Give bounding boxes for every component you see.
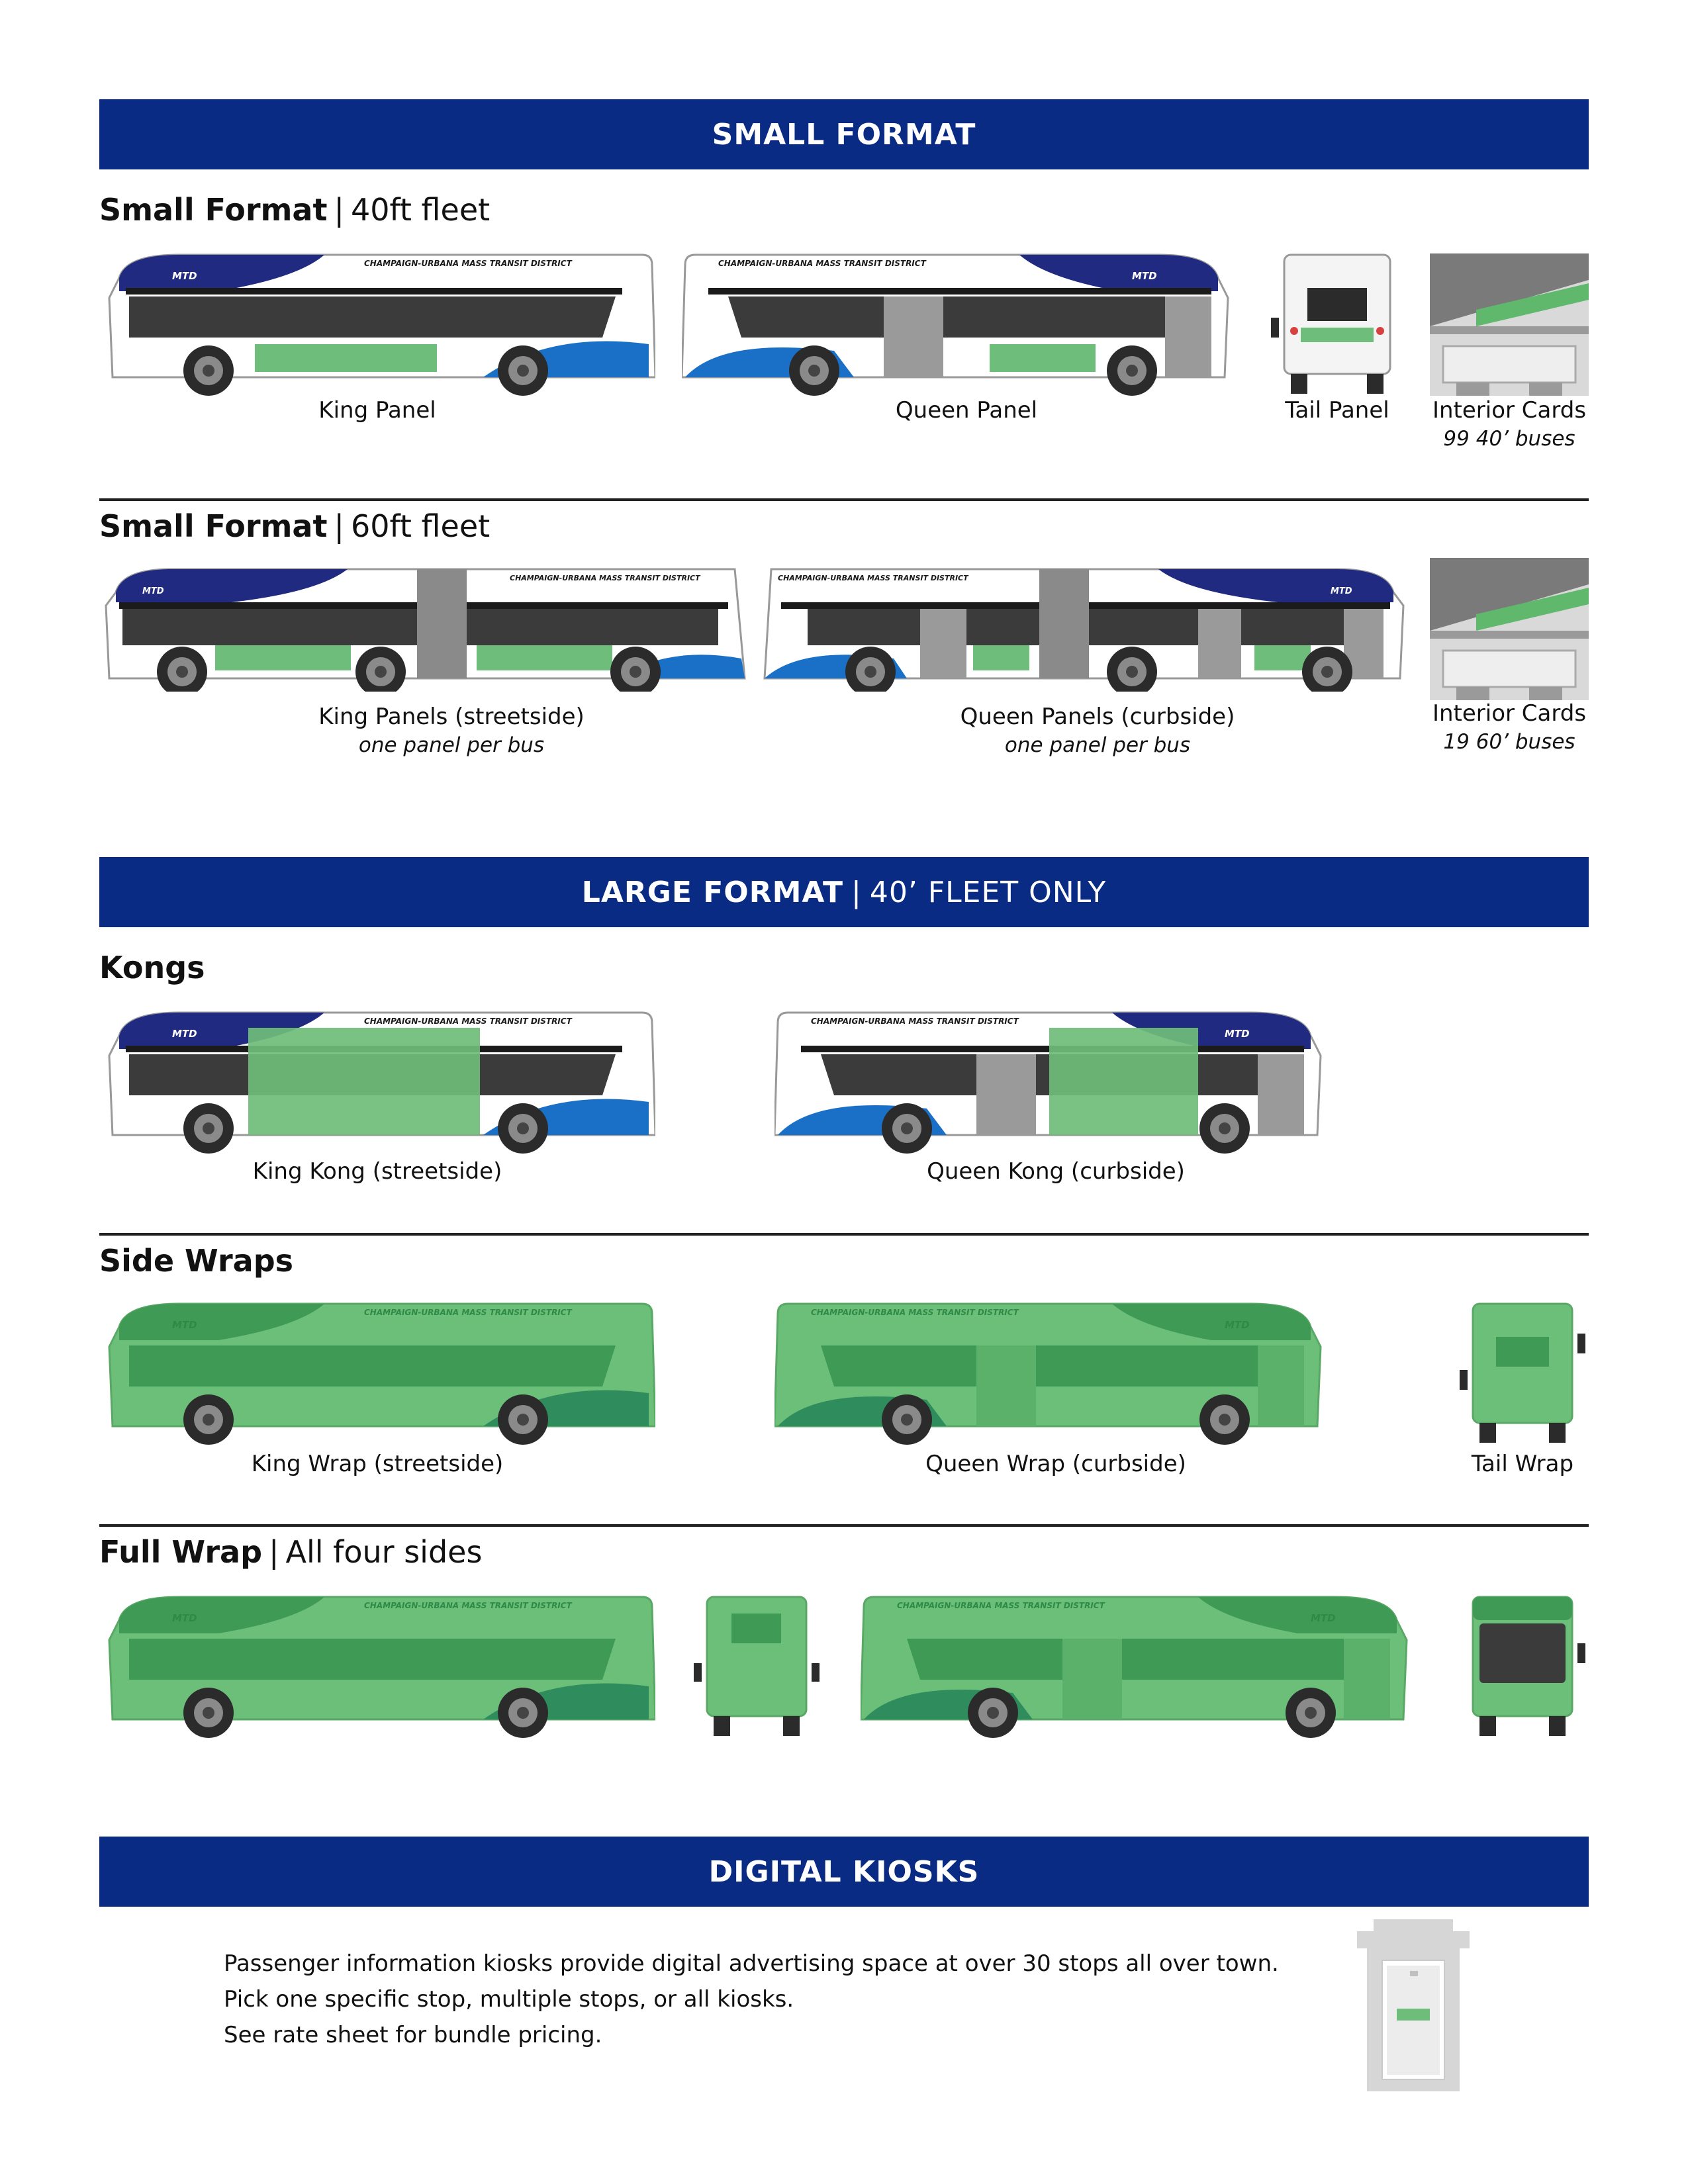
king-panel-ad-area-1 xyxy=(215,645,351,670)
full-wrap-front-illustration xyxy=(1472,1596,1585,1736)
subheading-kongs: Kongs xyxy=(99,950,205,985)
bus-district-text: CHAMPAIGN-URBANA MASS TRANSIT DISTRICT xyxy=(510,574,701,582)
note-king-panels: one panel per bus xyxy=(358,733,545,757)
bus-logo-text: MTD xyxy=(1132,270,1157,282)
bus-district-text: CHAMPAIGN-URBANA MASS TRANSIT DISTRICT xyxy=(778,574,969,582)
caption-king-kong: King Kong (streetside) xyxy=(252,1158,502,1185)
interior-cards-illustration xyxy=(1430,253,1589,396)
bus-district-text: CHAMPAIGN-URBANA MASS TRANSIT DISTRICT xyxy=(364,1308,573,1317)
caption-queen-kong: Queen Kong (curbside) xyxy=(927,1158,1185,1185)
bus-district-text: CHAMPAIGN-URBANA MASS TRANSIT DISTRICT xyxy=(718,259,927,268)
king-panel-bus-illustration: CHAMPAIGN-URBANA MASS TRANSIT DISTRICT M… xyxy=(108,253,655,396)
queen-kong-ad-area xyxy=(1049,1028,1198,1135)
section-header-digital-kiosks: DIGITAL KIOSKS xyxy=(99,1837,1589,1907)
queen-panel-ad-area xyxy=(990,344,1096,372)
bus-logo-text: MTD xyxy=(1225,1319,1250,1331)
queen-panels-articulated-bus-illustration: CHAMPAIGN-URBANA MASS TRANSIT DISTRICT M… xyxy=(763,568,1405,692)
kiosk-text-line: Pick one specific stop, multiple stops, … xyxy=(224,1986,794,2013)
kiosk-illustration xyxy=(1357,1919,1470,2091)
king-panel-ad-area xyxy=(255,344,437,372)
king-kong-ad-area xyxy=(248,1028,480,1135)
queen-panel-ad-area-1 xyxy=(973,645,1029,670)
bus-district-text: CHAMPAIGN-URBANA MASS TRANSIT DISTRICT xyxy=(811,1017,1019,1026)
bus-logo-text: MTD xyxy=(172,270,197,282)
tail-panel-bus-illustration xyxy=(1271,253,1391,394)
queen-panel-bus-illustration: CHAMPAIGN-URBANA MASS TRANSIT DISTRICT M… xyxy=(682,253,1229,396)
caption-queen-wrap: Queen Wrap (curbside) xyxy=(925,1451,1186,1477)
bus-district-text: CHAMPAIGN-URBANA MASS TRANSIT DISTRICT xyxy=(897,1601,1105,1610)
divider xyxy=(99,498,1589,501)
note-interior-60: 19 60’ buses xyxy=(1443,730,1575,754)
king-kong-bus-illustration: CHAMPAIGN-URBANA MASS TRANSIT DISTRICT M… xyxy=(108,1011,655,1154)
bus-logo-text: MTD xyxy=(1225,1028,1250,1040)
full-wrap-streetside-illustration: CHAMPAIGN-URBANA MASS TRANSIT DISTRICT M… xyxy=(108,1596,655,1738)
bus-logo-text: MTD xyxy=(172,1612,197,1624)
full-wrap-curbside-illustration: CHAMPAIGN-URBANA MASS TRANSIT DISTRICT M… xyxy=(861,1596,1408,1738)
caption-king-panels: King Panels (streetside) xyxy=(318,704,585,730)
subheading-side-wraps: Side Wraps xyxy=(99,1243,294,1279)
caption-queen-panel: Queen Panel xyxy=(895,397,1038,424)
caption-interior-cards-60: Interior Cards xyxy=(1432,700,1587,727)
king-panel-ad-area-2 xyxy=(477,645,612,670)
caption-interior-cards-40: Interior Cards xyxy=(1432,397,1587,424)
tail-panel-ad-area xyxy=(1301,328,1374,342)
full-wrap-rear-illustration xyxy=(694,1596,820,1736)
interior-cards-illustration xyxy=(1430,558,1589,700)
note-queen-panels: one panel per bus xyxy=(1004,733,1191,757)
queen-wrap-bus-illustration: CHAMPAIGN-URBANA MASS TRANSIT DISTRICT M… xyxy=(774,1302,1322,1445)
section-header-small-format: SMALL FORMAT xyxy=(99,99,1589,169)
king-panels-articulated-bus-illustration: CHAMPAIGN-URBANA MASS TRANSIT DISTRICT M… xyxy=(105,568,746,692)
bus-logo-text: MTD xyxy=(1331,586,1352,596)
kiosk-description: Passenger information kiosks provide dig… xyxy=(224,1946,1279,2053)
king-wrap-bus-illustration: CHAMPAIGN-URBANA MASS TRANSIT DISTRICT M… xyxy=(108,1302,655,1445)
subheading-small-format-60ft: Small Format|60ft fleet xyxy=(99,508,491,544)
queen-kong-bus-illustration: CHAMPAIGN-URBANA MASS TRANSIT DISTRICT M… xyxy=(774,1011,1322,1154)
divider xyxy=(99,1233,1589,1236)
note-interior-40: 99 40’ buses xyxy=(1443,427,1575,451)
bus-logo-text: MTD xyxy=(172,1319,197,1331)
queen-panel-ad-area-2 xyxy=(1254,645,1311,670)
kiosk-text-line: See rate sheet for bundle pricing. xyxy=(224,2022,602,2048)
tail-wrap-bus-illustration xyxy=(1460,1302,1585,1443)
subheading-small-format-40ft: Small Format|40ft fleet xyxy=(99,192,491,228)
caption-tail-panel: Tail Panel xyxy=(1285,397,1389,424)
bus-logo-text: MTD xyxy=(172,1028,197,1040)
caption-queen-panels: Queen Panels (curbside) xyxy=(960,704,1235,730)
bus-logo-text: MTD xyxy=(142,586,164,596)
bus-district-text: CHAMPAIGN-URBANA MASS TRANSIT DISTRICT xyxy=(364,1601,573,1610)
bus-district-text: CHAMPAIGN-URBANA MASS TRANSIT DISTRICT xyxy=(364,259,573,268)
divider xyxy=(99,1524,1589,1527)
caption-king-panel: King Panel xyxy=(318,397,436,424)
caption-tail-wrap: Tail Wrap xyxy=(1471,1451,1574,1477)
subheading-full-wrap: Full Wrap|All four sides xyxy=(99,1534,483,1570)
kiosk-ad-area xyxy=(1397,2009,1430,2021)
section-header-large-format: LARGE FORMAT|40’ FLEET ONLY xyxy=(99,857,1589,927)
bus-district-text: CHAMPAIGN-URBANA MASS TRANSIT DISTRICT xyxy=(364,1017,573,1026)
caption-king-wrap: King Wrap (streetside) xyxy=(251,1451,504,1477)
kiosk-text-line: Passenger information kiosks provide dig… xyxy=(224,1950,1279,1977)
bus-district-text: CHAMPAIGN-URBANA MASS TRANSIT DISTRICT xyxy=(811,1308,1019,1317)
bus-logo-text: MTD xyxy=(1311,1612,1336,1624)
